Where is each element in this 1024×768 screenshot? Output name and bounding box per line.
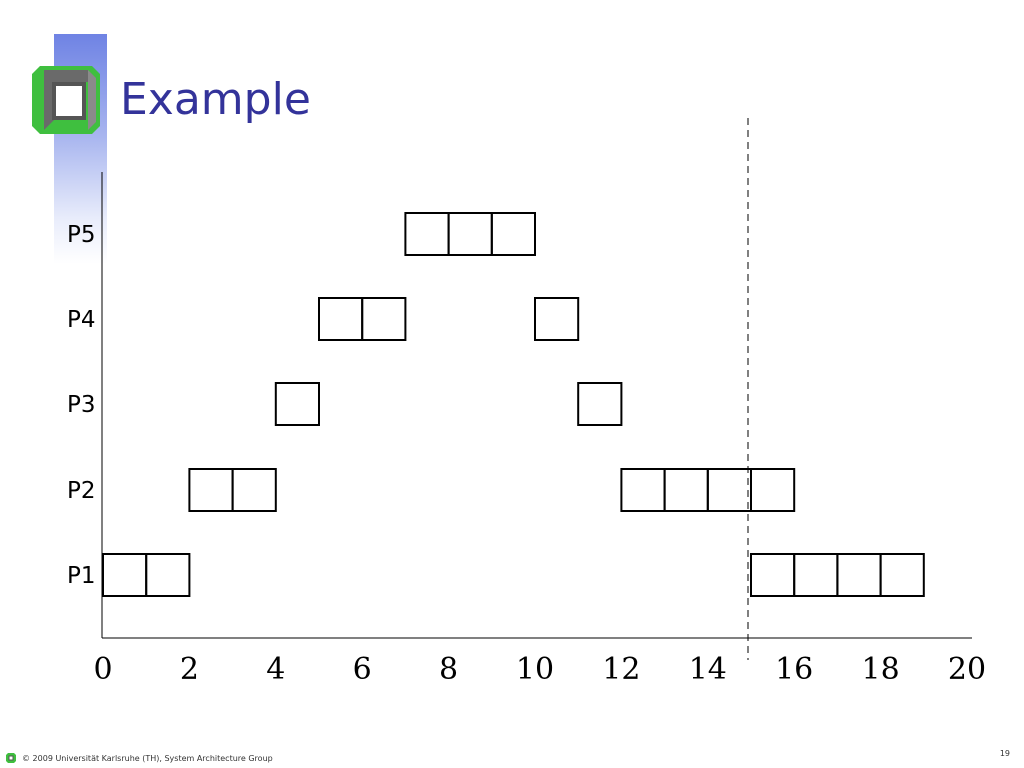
x-tick-label: 0: [93, 652, 112, 687]
x-tick-label: 16: [775, 652, 813, 687]
interval-box: [231, 468, 277, 512]
interval-box: [750, 468, 796, 512]
x-tick-label: 20: [948, 652, 986, 687]
interval-box: [663, 468, 709, 512]
x-tick-label: 10: [516, 652, 554, 687]
interval-box: [620, 468, 666, 512]
row-label: P3: [67, 392, 96, 418]
interval-box: [145, 553, 191, 597]
x-tick-label: 8: [439, 652, 458, 687]
footer: © 2009 Universität Karlsruhe (TH), Syste…: [6, 751, 273, 765]
interval-box: [188, 468, 234, 512]
interval-box: [102, 553, 148, 597]
row-label: P5: [67, 222, 96, 248]
footer-logo-icon: [6, 753, 16, 763]
x-tick-label: 6: [353, 652, 372, 687]
footer-copyright: © 2009 Universität Karlsruhe (TH), Syste…: [22, 753, 273, 763]
slide-title: Example: [120, 74, 311, 125]
interval-box: [793, 553, 839, 597]
interval-box: [836, 553, 882, 597]
interval-box: [361, 297, 407, 341]
row-label: P4: [67, 307, 96, 333]
row-label: P1: [67, 563, 96, 589]
x-tick-label: 2: [180, 652, 199, 687]
university-logo: [32, 66, 100, 134]
x-tick-label: 12: [602, 652, 640, 687]
row-label: P2: [67, 478, 96, 504]
interval-box: [490, 212, 536, 256]
interval-box: [750, 553, 796, 597]
slide-number: 19: [999, 749, 1010, 758]
x-tick-label: 18: [862, 652, 900, 687]
interval-box: [534, 297, 580, 341]
interval-box: [318, 297, 364, 341]
interval-box: [879, 553, 925, 597]
interval-box: [404, 212, 450, 256]
interval-box: [447, 212, 493, 256]
interval-box: [274, 382, 320, 426]
interval-box: [706, 468, 752, 512]
interval-box: [577, 382, 623, 426]
x-tick-label: 4: [266, 652, 285, 687]
x-tick-label: 14: [689, 652, 727, 687]
